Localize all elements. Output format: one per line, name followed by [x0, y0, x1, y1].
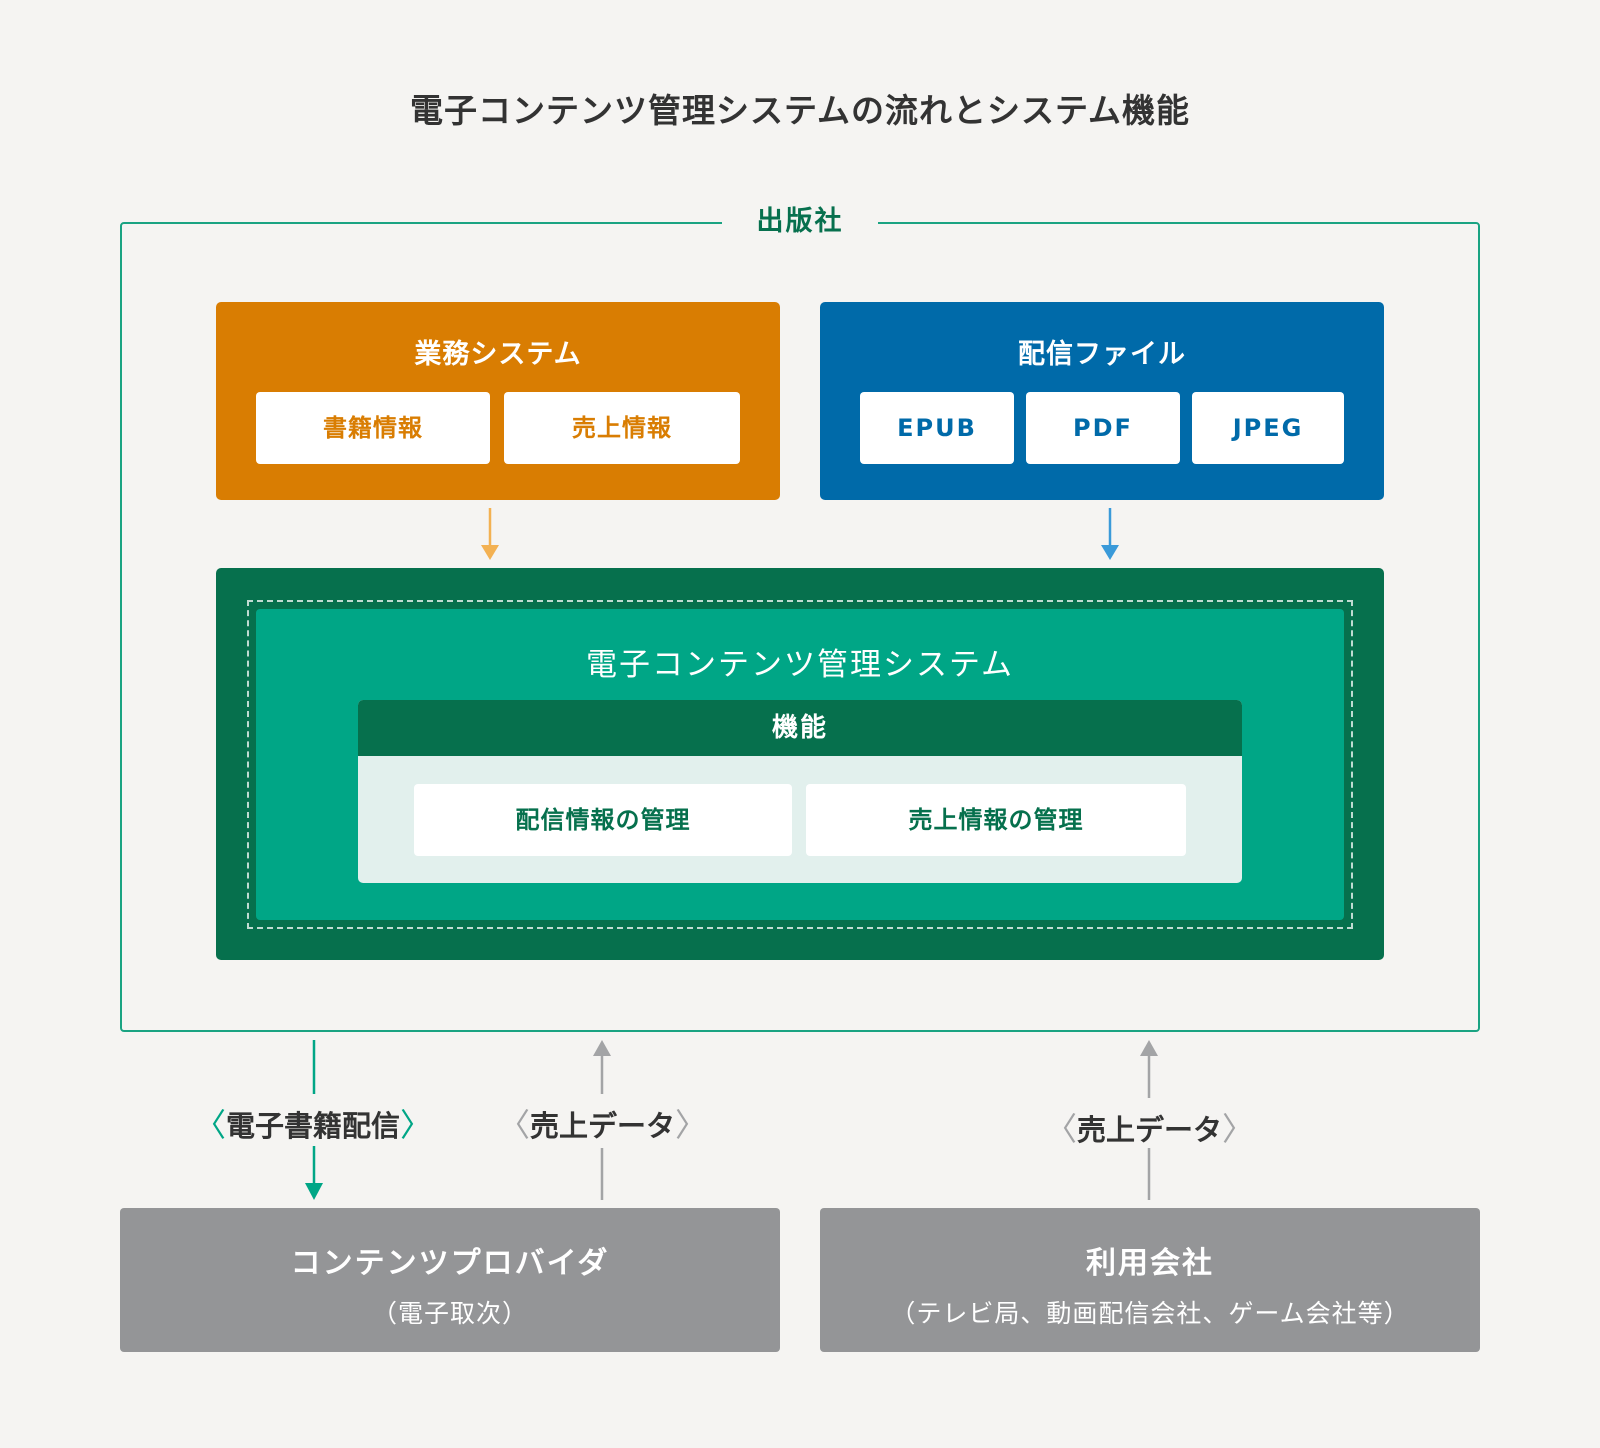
delivery-info-management-chip: 配信情報の管理 — [414, 784, 792, 856]
bracket-left: 〈 — [1045, 1110, 1078, 1148]
delivery-files-box: 配信ファイル EPUB PDF JPEG — [820, 302, 1384, 500]
content-provider-subtitle: （電子取次） — [371, 1299, 528, 1328]
content-provider-box: コンテンツプロバイダ （電子取次） — [120, 1208, 780, 1352]
bracket-right: 〉 — [675, 1106, 708, 1144]
delivery-files-title: 配信ファイル — [1018, 339, 1186, 370]
page-title: 電子コンテンツ管理システムの流れとシステム機能 — [409, 91, 1191, 130]
content-provider-title: コンテンツプロバイダ — [290, 1246, 610, 1281]
ecms-dashed-border — [247, 600, 1353, 929]
sales-data-left-label: 〈売上データ〉 — [498, 1106, 708, 1144]
epub-chip: EPUB — [860, 392, 1014, 464]
functions-box: 機能 配信情報の管理 売上情報の管理 — [358, 700, 1242, 883]
arrow-sales-data-left — [593, 1040, 611, 1200]
bracket-right: 〉 — [1222, 1110, 1255, 1148]
publisher-label: 出版社 — [722, 202, 878, 242]
ecms-title: 電子コンテンツ管理システム — [585, 647, 1015, 683]
user-company-title: 利用会社 — [1086, 1246, 1214, 1281]
sales-info-chip: 売上情報 — [504, 392, 740, 464]
user-company-subtitle: （テレビ局、動画配信会社、ゲーム会社等） — [890, 1299, 1410, 1328]
arrow-sales-data-right — [1140, 1040, 1158, 1200]
business-system-box: 業務システム 書籍情報 売上情報 — [216, 302, 780, 500]
arrow-business-to-ecms — [481, 508, 499, 560]
arrow-files-to-ecms — [1101, 508, 1119, 560]
arrow-ebook-delivery — [305, 1040, 323, 1200]
jpeg-chip: JPEG — [1192, 392, 1344, 464]
bracket-left: 〈 — [194, 1106, 227, 1144]
ebook-delivery-label: 〈電子書籍配信〉 — [194, 1106, 433, 1144]
bracket-right: 〉 — [400, 1106, 433, 1144]
sales-data-right-label: 〈売上データ〉 — [1045, 1110, 1255, 1148]
business-system-title: 業務システム — [414, 339, 582, 370]
user-company-box: 利用会社 （テレビ局、動画配信会社、ゲーム会社等） — [820, 1208, 1480, 1352]
sales-info-management-chip: 売上情報の管理 — [806, 784, 1186, 856]
book-info-chip: 書籍情報 — [256, 392, 490, 464]
bracket-left: 〈 — [498, 1106, 531, 1144]
pdf-chip: PDF — [1026, 392, 1180, 464]
functions-title: 機能 — [358, 700, 1242, 756]
